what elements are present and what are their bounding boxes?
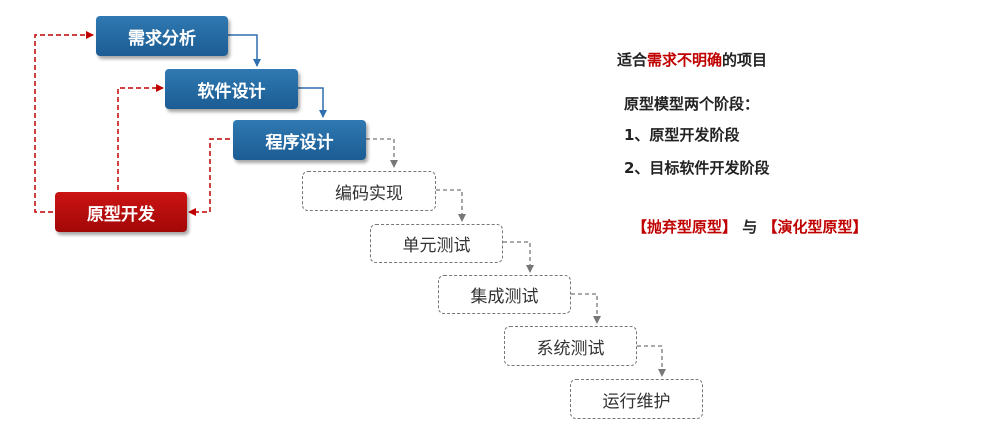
note-throwaway: 【抛弃型原型】	[632, 218, 738, 236]
note-suited-for: 适合需求不明确的项目	[617, 49, 767, 70]
box-integration-test: 集成测试	[438, 275, 571, 314]
arrow-program-design-to-prototype	[188, 138, 230, 216]
arrow-prototype-to-requirements	[34, 31, 94, 213]
box-system-test: 系统测试	[504, 326, 637, 366]
box-prototype-development: 原型开发	[55, 192, 187, 232]
box-unit-test: 单元测试	[370, 224, 503, 263]
note-and: 与	[737, 218, 763, 236]
arrow-integration-to-system	[571, 293, 601, 324]
note-stages-title: 原型模型两个阶段：	[624, 95, 760, 113]
note-suited-prefix: 适合	[617, 51, 648, 69]
note-evolutionary: 【演化型原型】	[762, 218, 868, 236]
note-prototype-types: 【抛弃型原型】 与 【演化型原型】	[632, 216, 867, 237]
box-software-design: 软件设计	[165, 69, 298, 109]
arrow-system-to-maintenance	[637, 345, 666, 377]
box-program-design: 程序设计	[233, 120, 366, 160]
note-stage-2: 2、目标软件开发阶段	[624, 159, 770, 177]
box-coding: 编码实现	[302, 171, 436, 211]
arrow-program-to-coding	[366, 138, 398, 168]
note-suited-suffix: 的项目	[722, 51, 768, 69]
arrow-unit-to-integration	[503, 241, 534, 273]
arrow-design-to-program	[298, 87, 327, 118]
arrow-prototype-to-software-design	[117, 84, 164, 190]
box-maintenance: 运行维护	[570, 379, 703, 419]
arrow-requirements-to-design	[228, 34, 261, 67]
box-requirements-analysis: 需求分析	[96, 16, 228, 56]
arrow-coding-to-unit-test	[436, 189, 466, 222]
note-stage-1: 1、原型开发阶段	[624, 126, 740, 144]
note-suited-highlight: 需求不明确	[647, 51, 723, 69]
